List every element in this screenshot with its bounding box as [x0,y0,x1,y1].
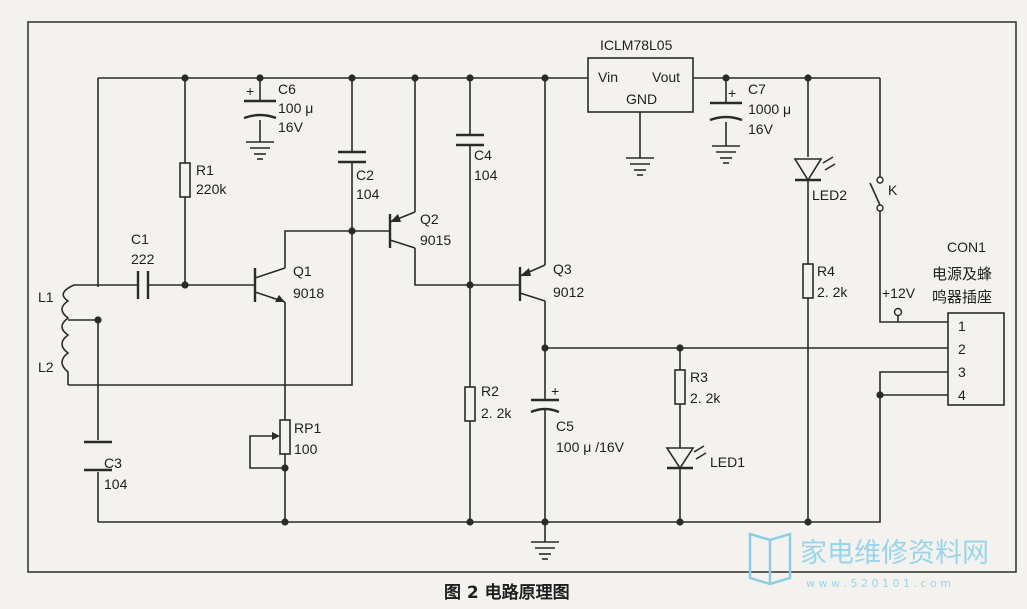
watermark: 家电维修资料网 w w w . 5 2 0 1 0 1 . c o m [748,532,989,590]
label-q2-value: 9015 [420,232,451,248]
label-c6-value: 100 μ [278,100,313,116]
transistor-q1 [253,267,286,303]
ground-regulator [626,157,654,176]
capacitor-c2 [338,150,366,164]
label-pin-4: 4 [958,387,966,403]
led1 [665,445,707,470]
capacitor-c1 [136,271,150,299]
label-l2: L2 [38,359,54,375]
resistor-r1 [179,162,191,198]
potentiometer-rp1 [272,419,291,455]
label-c1: C1 [131,231,149,247]
label-rp1-value: 100 [294,441,318,457]
led2 [793,156,836,182]
label-c4-value: 104 [474,167,498,183]
label-c5: C5 [556,418,574,434]
ground-c6 [246,141,274,160]
junction-dots [94,74,884,526]
transistor-q2 [388,211,416,249]
capacitor-c7: + [709,85,743,122]
svg-text:+: + [728,85,736,101]
label-r3-value: 2. 2k [690,390,721,406]
watermark-url: w w w . 5 2 0 1 0 1 . c o m [806,577,951,590]
svg-text:+: + [246,83,254,99]
capacitor-c4 [456,133,484,147]
label-c6: C6 [278,81,296,97]
label-c7-voltage: 16V [748,121,774,137]
label-c7: C7 [748,81,766,97]
transistor-q3 [518,264,546,302]
label-q1-value: 9018 [293,285,324,301]
label-c5-value: 100 μ /16V [556,439,625,455]
book-icon [748,532,792,586]
label-r4: R4 [817,263,835,279]
label-pin-3: 3 [958,364,966,380]
terminal-12v [893,307,903,322]
label-reg: ICLM78L05 [600,37,673,53]
label-led2: LED2 [812,187,847,203]
inductor-l1-l2 [61,284,75,385]
label-c2-value: 104 [356,186,380,202]
label-q1: Q1 [293,263,312,279]
label-pin-1: 1 [958,318,966,334]
label-rp1: RP1 [294,420,321,436]
label-r2-value: 2. 2k [481,405,512,421]
label-c4: C4 [474,147,492,163]
label-l1: L1 [38,289,54,305]
label-c1-value: 222 [131,251,155,267]
resistor-r4 [802,263,814,299]
wires [68,77,948,542]
label-r1: R1 [196,162,214,178]
label-con1-desc-line1: 电源及蜂 [932,265,992,283]
figure-caption: 图 2 电路原理图 [444,582,570,603]
switch-k [869,176,884,212]
label-con1-desc-line2: 鸣器插座 [932,288,992,306]
regulator-78l05 [587,57,694,113]
connector-con1 [947,312,1005,406]
component-labels: ICLM78L05 Vin Vout GND C6 100 μ 16V C7 1… [38,37,992,492]
label-r4-value: 2. 2k [817,284,848,300]
label-q3-value: 9012 [553,284,584,300]
label-12v: +12V [882,285,916,301]
label-reg-vout: Vout [652,69,680,85]
ground-main [531,541,559,560]
label-c7-value: 1000 μ [748,101,791,117]
label-q3: Q3 [553,261,572,277]
label-c3: C3 [104,455,122,471]
label-r3: R3 [690,369,708,385]
label-reg-vin: Vin [598,69,618,85]
resistor-r3 [674,369,686,405]
diagram-frame [27,21,1017,573]
ground-c7 [712,145,740,164]
label-k: K [888,182,898,198]
label-c3-value: 104 [104,476,128,492]
label-q2: Q2 [420,211,439,227]
label-r2: R2 [481,383,499,399]
label-led1: LED1 [710,454,745,470]
label-r1-value: 220k [196,181,227,197]
label-reg-gnd: GND [626,91,657,107]
svg-text:+: + [551,383,559,399]
label-c6-voltage: 16V [278,119,304,135]
watermark-text: 家电维修资料网 [800,538,989,569]
label-c2: C2 [356,167,374,183]
label-pin-2: 2 [958,341,966,357]
label-con1: CON1 [947,239,986,255]
capacitor-c6: + [243,83,277,120]
capacitor-c3 [84,440,112,472]
resistor-r2 [464,386,476,422]
capacitor-c5: + [530,383,560,414]
